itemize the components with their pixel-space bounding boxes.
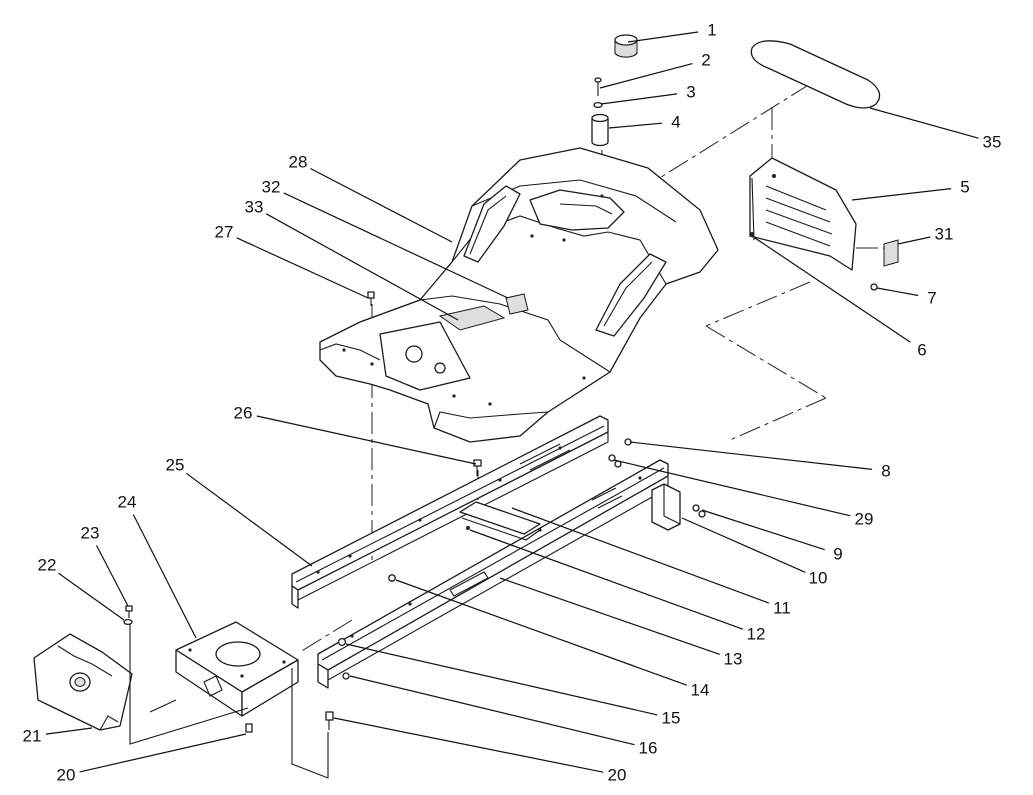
callout-label-28: 28 [289,153,308,172]
part-3-washer [593,101,603,109]
callout-leader-8 [629,441,873,470]
callout-leader-22 [58,572,125,621]
callout-leader-1 [627,31,699,43]
callout-leader-24 [132,514,197,639]
callout-label-7: 7 [927,289,936,308]
callout-leader-14 [395,579,688,686]
callout-leader-32 [283,192,509,299]
callout-leader-28 [310,167,453,243]
callout-leader-4 [608,122,663,129]
callout-label-8: 8 [881,462,890,481]
callout-label-27: 27 [215,223,234,242]
callout-leader-5 [851,188,952,201]
callout-label-1: 1 [707,21,716,40]
callout-leader-21 [45,727,93,735]
callout-label-16: 16 [639,739,658,758]
callout-leader-6 [751,235,911,343]
part-21-front-bracket [33,633,133,731]
callout-label-4: 4 [671,113,680,132]
callout-label-21: 21 [23,727,42,746]
callout-leader-31 [897,236,931,245]
callout-label-25: 25 [166,456,185,475]
callout-label-35: 35 [983,133,1002,152]
part-26-bolt [473,459,482,476]
part-29-nut [608,454,622,468]
part-1-cap [614,34,638,58]
callout-leader-15 [345,643,658,716]
part-35-strip [750,40,881,109]
callout-label-11: 11 [773,599,791,618]
part-20-bolt-left [245,723,253,733]
callout-leader-11 [511,507,770,604]
callout-label-24: 24 [118,493,137,512]
part-15-spacer [337,637,347,647]
part-22-washer [123,618,133,626]
part-31-decal [856,239,899,267]
body-shell [319,147,719,443]
callout-leader-33 [265,213,459,321]
part-9-screw [692,504,706,518]
part-25-frame-rail [291,415,609,609]
callout-leader-10 [681,517,806,573]
callout-label-29: 29 [855,510,874,529]
callout-leader-35 [869,107,979,139]
part-14-nut [388,574,396,582]
callout-label-3: 3 [686,83,695,102]
callout-label-2: 2 [701,51,710,70]
callout-leader-3 [600,93,678,105]
callout-leader-16 [349,675,635,746]
callout-label-9: 9 [833,545,842,564]
assembly-brackets [129,624,329,779]
callout-label-13: 13 [724,650,743,669]
part-4-sleeve [591,113,609,147]
part-5-rear-shield [749,157,857,271]
part-27-screw [367,291,375,306]
callout-label-15: 15 [662,709,681,728]
callout-leader-9 [701,509,825,551]
callout-leader-7 [876,287,919,297]
callout-label-23: 23 [81,524,100,543]
callout-label-31: 31 [935,225,954,244]
part-16-nut [342,672,350,680]
callout-label-14: 14 [691,681,710,700]
callout-label-33: 33 [245,198,264,217]
callout-leader-20 [79,733,247,773]
callout-leader-29 [613,459,851,517]
part-10-bracket [651,483,681,531]
callout-leader-26 [256,415,477,465]
callout-label-5: 5 [960,178,969,197]
callout-leader-13 [499,577,720,655]
callout-leader-27 [236,237,369,299]
part-13-lower-frame [317,459,669,689]
callout-label-12: 12 [747,625,766,644]
part-2-screw [594,77,602,96]
part-24-mount-plate [175,621,299,717]
callout-leader-23 [95,545,129,607]
callout-leader-25 [185,472,313,567]
part-23-bolt [125,605,133,618]
part-12-fastener [466,526,470,530]
callout-leader-2 [599,63,693,89]
callout-label-32: 32 [262,178,281,197]
part-11-cross-member [459,501,541,541]
callout-label-26: 26 [234,404,253,423]
part-20-bolt-right [325,711,334,730]
callout-label-10: 10 [809,569,828,588]
callout-leader-12 [469,529,744,630]
part-7-screw [870,283,878,291]
callout-label-22: 22 [38,556,57,575]
callout-label-20: 20 [608,766,627,785]
callout-leader-20 [333,717,604,773]
callout-label-6: 6 [917,341,926,360]
callout-label-20: 20 [57,766,76,785]
